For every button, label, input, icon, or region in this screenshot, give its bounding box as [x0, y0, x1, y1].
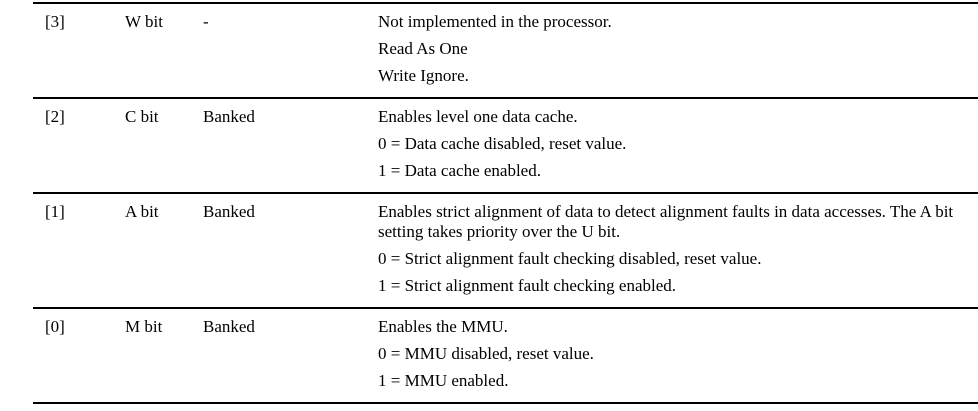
description-paragraph: 1 = Data cache enabled. — [378, 161, 541, 180]
banking-cell: Banked — [203, 107, 255, 126]
description-cell: Enables level one data cache. 0 = Data c… — [378, 107, 978, 181]
description-paragraph: Enables level one data cache. — [378, 107, 578, 126]
description-paragraph: Read As One — [378, 39, 468, 58]
bits-cell: [0] — [45, 317, 65, 336]
bit-name-cell: W bit — [125, 12, 163, 31]
table-row-bit1: [1] A bit Banked Enables strict alignmen… — [33, 192, 978, 307]
description-paragraph: 1 = Strict alignment fault checking enab… — [378, 276, 677, 295]
description-paragraph: Write Ignore. — [378, 66, 469, 85]
banking-cell: - — [203, 12, 209, 31]
bits-cell: [1] — [45, 202, 65, 221]
description-paragraph: 1 = MMU enabled. — [378, 371, 509, 390]
bits-cell: [2] — [45, 107, 65, 126]
description-paragraph: 0 = Data cache disabled, reset value. — [378, 134, 627, 153]
bits-cell: [3] — [45, 12, 65, 31]
bit-name-cell: C bit — [125, 107, 159, 126]
table-row-bit0: [0] M bit Banked Enables the MMU. 0 = MM… — [33, 307, 978, 404]
table-row-bit3: [3] W bit - Not implemented in the proce… — [33, 2, 978, 97]
description-paragraph: Enables strict alignment of data to dete… — [378, 202, 954, 241]
register-bits-table: [3] W bit - Not implemented in the proce… — [33, 2, 978, 404]
description-cell: Not implemented in the processor. Read A… — [378, 12, 978, 86]
banking-cell: Banked — [203, 202, 255, 221]
table-row-bit2: [2] C bit Banked Enables level one data … — [33, 97, 978, 192]
bit-name-cell: A bit — [125, 202, 159, 221]
description-cell: Enables the MMU. 0 = MMU disabled, reset… — [378, 317, 978, 391]
bit-name-cell: M bit — [125, 317, 163, 336]
description-cell: Enables strict alignment of data to dete… — [378, 202, 978, 296]
description-paragraph: Not implemented in the processor. — [378, 12, 612, 31]
description-paragraph: 0 = Strict alignment fault checking disa… — [378, 249, 762, 268]
description-paragraph: 0 = MMU disabled, reset value. — [378, 344, 594, 363]
description-paragraph: Enables the MMU. — [378, 317, 508, 336]
banking-cell: Banked — [203, 317, 255, 336]
